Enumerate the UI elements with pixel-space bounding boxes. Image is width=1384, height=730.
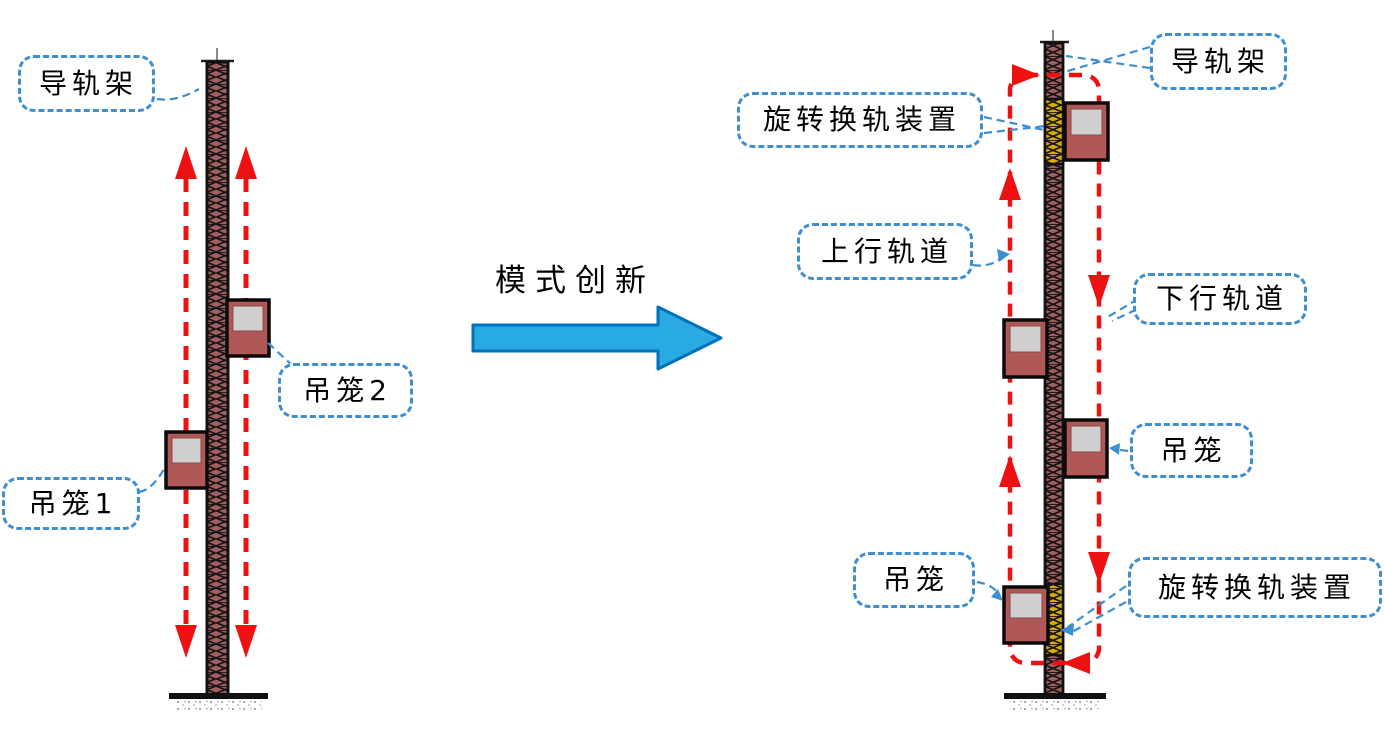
- loop-arrow-up-2: [999, 455, 1021, 487]
- right-ground: [1004, 693, 1106, 710]
- callout-cage-left-text: 吊笼: [882, 563, 949, 596]
- callout-down-track-text: 下行轨道: [1155, 282, 1288, 315]
- cage-1: [164, 430, 209, 490]
- right-cage-middle-right: [1063, 418, 1109, 479]
- loop-arrow-top-right: [1012, 64, 1040, 86]
- loop-arrow-down-2: [1088, 552, 1110, 584]
- callout-down-track: 下行轨道: [1133, 273, 1307, 325]
- rail-change-section-top: [1043, 97, 1065, 166]
- loop-arrow-down-1: [1088, 275, 1110, 307]
- callout-guide-rail-right-text: 导轨架: [1170, 44, 1270, 78]
- circulating-track-loop: [999, 64, 1110, 674]
- left-ground: [169, 693, 268, 710]
- callout-rotary-rail-change-top: 旋转换轨装置: [737, 92, 983, 148]
- callout-cage-1-text: 吊笼1: [28, 486, 118, 520]
- right-cage-bottom-left: [1002, 585, 1050, 645]
- callout-cage-right-text: 吊笼: [1160, 433, 1227, 467]
- callout-cage-1: 吊笼1: [2, 477, 140, 530]
- callout-cage-right: 吊笼: [1130, 423, 1253, 478]
- callout-guide-rail-left-text: 导轨架: [38, 66, 138, 100]
- transition-arrow: [471, 305, 723, 371]
- left-track-arrow-left: [175, 146, 197, 658]
- callout-cage-left: 吊笼: [853, 552, 975, 608]
- left-callout-tails: [138, 88, 294, 494]
- callout-rotary-rail-change-bottom-text: 旋转换轨装置: [1157, 570, 1356, 604]
- right-cage-upper-left: [1002, 318, 1049, 379]
- left-guide-rail-mast: [201, 48, 234, 697]
- callout-rotary-rail-change-bottom: 旋转换轨装置: [1128, 557, 1382, 618]
- transition-caption: 模式创新: [470, 255, 680, 300]
- left-hoist-diagram: [138, 48, 294, 710]
- callout-guide-rail-left: 导轨架: [18, 55, 155, 112]
- loop-arrow-up-1: [999, 168, 1021, 200]
- cage-2: [225, 298, 271, 358]
- loop-arrow-bottom-left: [1062, 652, 1090, 674]
- callout-up-track: 上行轨道: [797, 223, 973, 280]
- right-cage-top: [1063, 101, 1110, 162]
- callout-cage-2-text: 吊笼2: [303, 373, 392, 407]
- callout-cage-2: 吊笼2: [278, 363, 413, 418]
- callout-guide-rail-right: 导轨架: [1150, 33, 1287, 90]
- left-track-arrow-right: [235, 146, 257, 658]
- right-callout-tail-arrowheads: [991, 249, 1120, 636]
- callout-rotary-rail-change-top-text: 旋转换轨装置: [762, 103, 961, 136]
- right-hoist-diagram: [972, 30, 1151, 710]
- callout-up-track-text: 上行轨道: [820, 234, 953, 268]
- transition-caption-text: 模式创新: [495, 263, 655, 299]
